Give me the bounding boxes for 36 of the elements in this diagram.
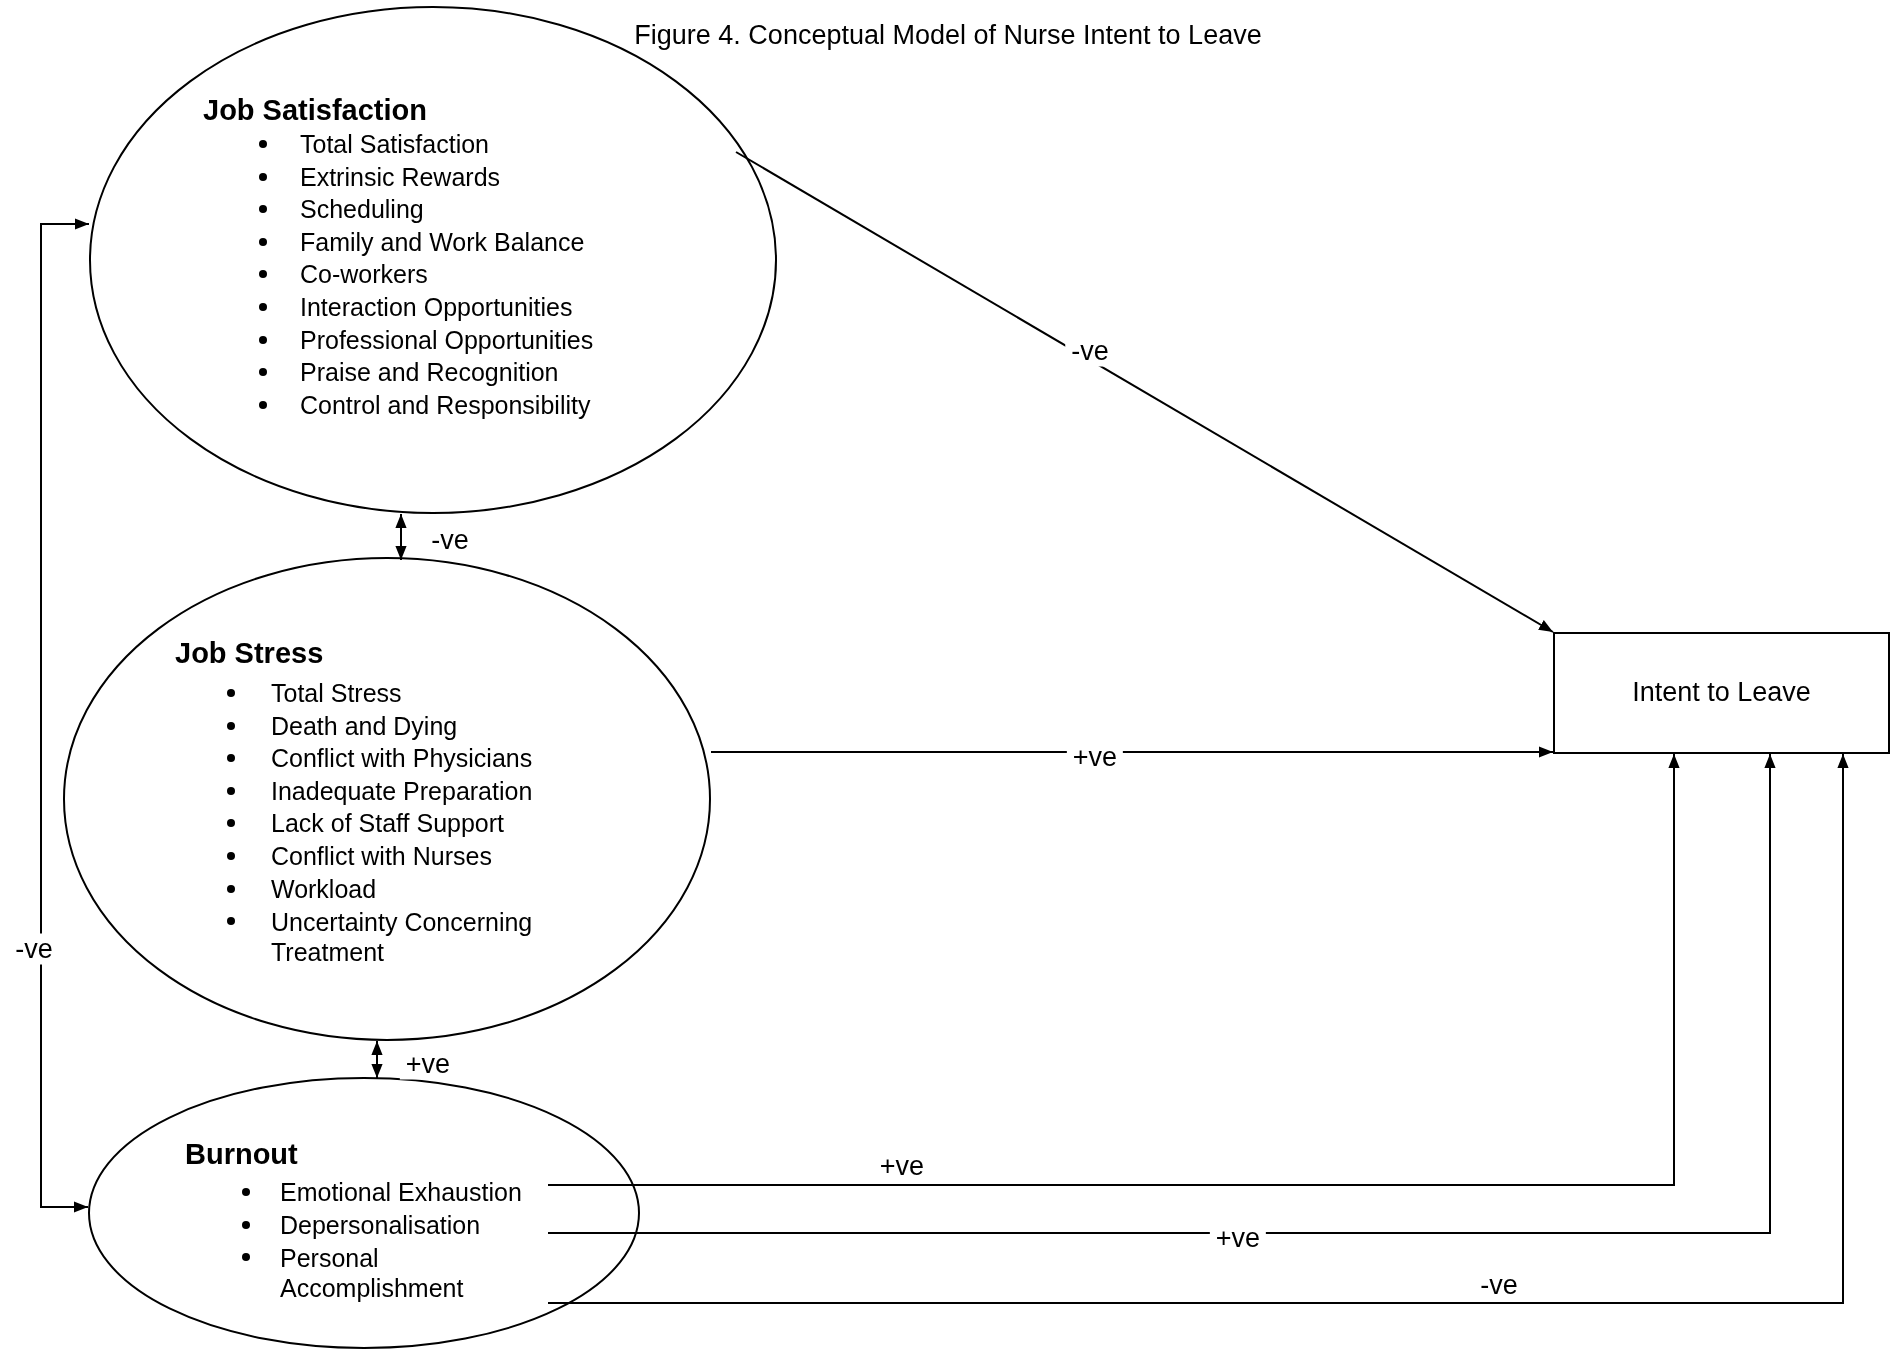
list-item: Professional Opportunities — [300, 325, 594, 354]
concept-heading: Job Stress — [175, 637, 324, 670]
concept-ellipse — [88, 1077, 640, 1349]
list-item: Co-workers — [300, 260, 428, 289]
list-item: Control and Responsibility — [300, 390, 591, 419]
concept-ellipse — [63, 557, 711, 1041]
list-item: Lack of Staff Support — [271, 809, 505, 838]
list-item: Personal Accomplishment — [280, 1243, 465, 1304]
list-item: Conflict with Nurses — [271, 842, 492, 870]
concept-heading: Burnout — [185, 1138, 298, 1171]
list-item: Uncertainty Concerning Treatment — [271, 907, 534, 968]
list-item: Inadequate Preparation — [271, 776, 533, 805]
arrow — [371, 1040, 383, 1079]
list-item: Extrinsic Rewards — [300, 162, 501, 191]
list-item: Depersonalisation — [280, 1210, 481, 1239]
arrow — [547, 753, 1849, 1304]
list-item: Interaction Opportunities — [300, 293, 573, 321]
figure-title: Figure 4. Conceptual Model of Nurse Intent to Leave — [633, 20, 1263, 51]
arrow — [547, 753, 1776, 1234]
list-item: Total Stress — [271, 679, 402, 707]
arrow — [710, 746, 1554, 758]
concept-heading: Job Satisfaction — [203, 94, 427, 127]
list-item: Workload — [271, 874, 377, 903]
list-item: Death and Dying — [271, 711, 458, 740]
arrow — [40, 218, 90, 1213]
list-item: Scheduling — [300, 195, 424, 224]
arrow — [735, 151, 1554, 633]
arrow — [395, 513, 407, 561]
list-item: Family and Work Balance — [300, 227, 585, 256]
list-item: Total Satisfaction — [300, 130, 489, 158]
arrow — [547, 753, 1680, 1186]
list-item: Emotional Exhaustion — [280, 1178, 522, 1206]
node-label: Intent to Leave — [1631, 677, 1812, 708]
list-item: Conflict with Physicians — [271, 744, 533, 773]
list-item: Praise and Recognition — [300, 358, 559, 387]
outcome-box — [1553, 632, 1890, 754]
